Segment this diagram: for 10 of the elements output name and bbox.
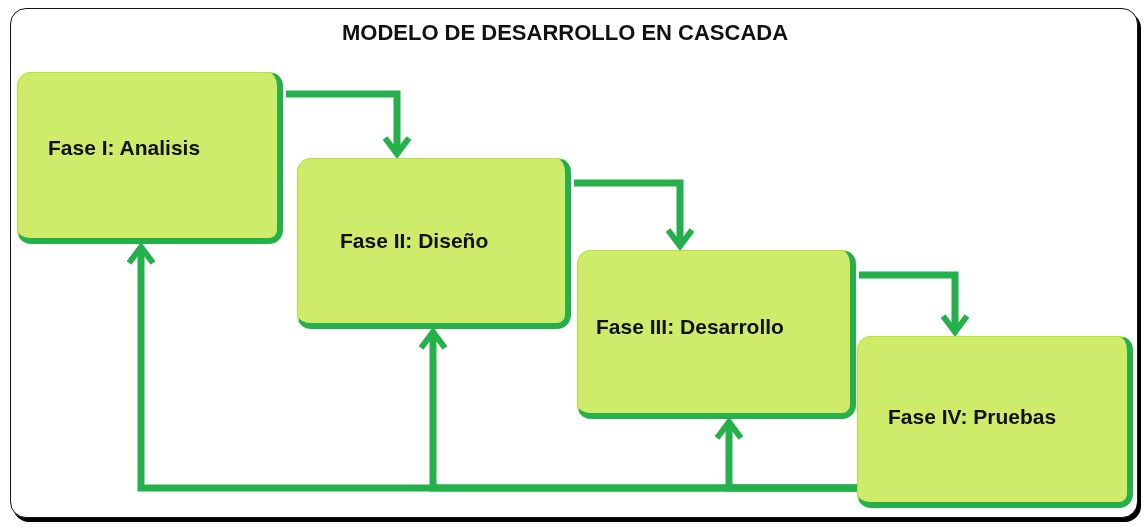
diagram-title: MODELO DE DESARROLLO EN CASCADA bbox=[340, 20, 790, 46]
phase-box bbox=[857, 336, 1133, 508]
phase-box bbox=[297, 158, 571, 329]
phase-label: Fase I: Analisis bbox=[47, 136, 202, 160]
phase-label: Fase III: Desarrollo bbox=[595, 315, 785, 339]
phase-box bbox=[17, 72, 283, 244]
phase-box bbox=[577, 250, 856, 419]
phase-label: Fase II: Diseño bbox=[339, 229, 490, 253]
arrow bbox=[714, 419, 857, 492]
phase-label: Fase IV: Pruebas bbox=[887, 405, 1058, 429]
